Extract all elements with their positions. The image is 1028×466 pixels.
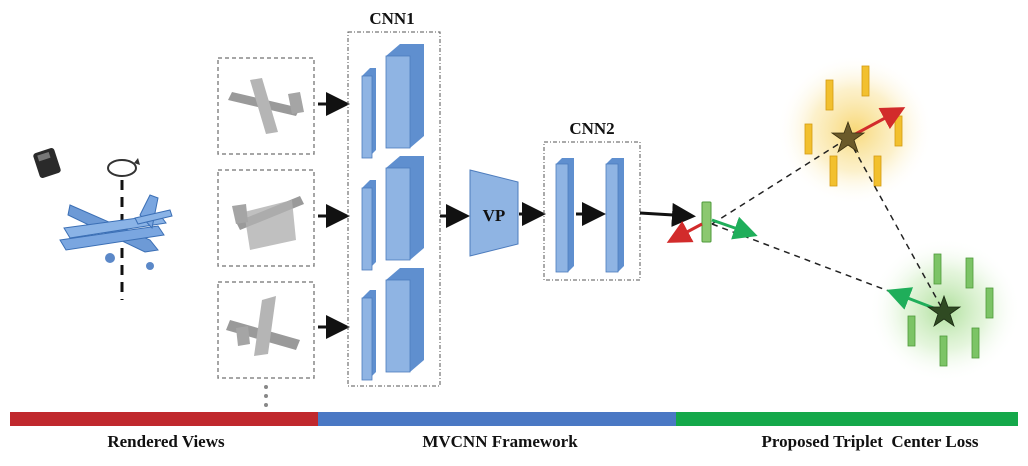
cnn1-label: CNN1 xyxy=(369,9,414,28)
red-arrow-feature xyxy=(666,220,703,243)
yellow-center-star xyxy=(830,120,866,154)
rendered-view-1 xyxy=(217,57,315,155)
green-arrow-feature xyxy=(711,216,758,240)
label-triplet-center-loss: Proposed Triplet Center Loss xyxy=(762,432,979,451)
rendered-view-3 xyxy=(217,281,315,379)
yellow-cluster xyxy=(804,65,903,187)
cnn2-box xyxy=(543,141,641,281)
rotate-icon xyxy=(107,158,140,177)
arrow-cnn2-feature xyxy=(639,202,696,227)
cnn1-stack-1 xyxy=(361,44,424,159)
yellow-cluster-glow xyxy=(777,55,933,205)
label-rendered-views: Rendered Views xyxy=(107,432,225,451)
cnn2-label: CNN2 xyxy=(569,119,614,138)
camera-icon xyxy=(33,148,61,178)
more-views-ellipsis xyxy=(264,385,268,407)
bar-triplet-center-loss xyxy=(676,412,1018,426)
airplane-icon xyxy=(59,194,173,270)
bar-rendered-views xyxy=(10,412,318,426)
cnn1-stack-2 xyxy=(361,156,424,271)
view-pooling-block: VP xyxy=(469,169,519,257)
rendered-view-2 xyxy=(217,169,315,267)
query-feature xyxy=(701,201,712,243)
label-mvcnn-framework: MVCNN Framework xyxy=(422,432,578,451)
vp-label: VP xyxy=(483,206,506,225)
bar-mvcnn-framework xyxy=(318,412,676,426)
green-cluster xyxy=(907,253,994,367)
cnn2-layer-1 xyxy=(555,158,574,273)
cnn1-stack-3 xyxy=(361,268,424,381)
cnn1-box xyxy=(347,31,441,387)
cnn2-layer-2 xyxy=(605,158,624,273)
green-center-star xyxy=(926,294,962,328)
triplet-dashed-lines xyxy=(711,137,945,313)
